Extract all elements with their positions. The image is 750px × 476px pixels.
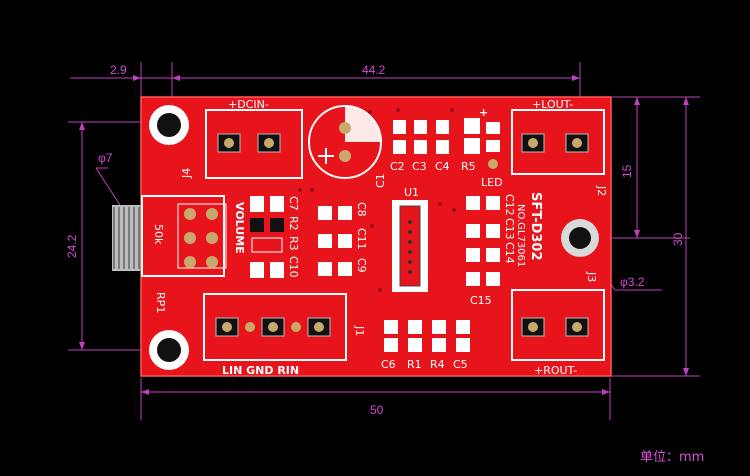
c1-label: C1 <box>374 173 387 188</box>
c12-label: C12 <box>503 194 516 216</box>
j2-polarity-label: +LOUT- <box>532 98 573 111</box>
c14-label: C14 <box>503 242 516 264</box>
potentiometer-rp1 <box>141 195 227 277</box>
j1-label: J1 <box>353 325 366 336</box>
c8-label: C8 <box>355 202 368 217</box>
dimension-arrows <box>79 75 689 395</box>
j4-label: J4 <box>180 168 193 179</box>
j2-label: J2 <box>595 185 608 196</box>
smd-top-row <box>393 118 500 154</box>
c9-label: C9 <box>355 258 368 273</box>
j4-polarity-label: +DCIN- <box>228 98 269 111</box>
r2-label: R2 <box>287 216 300 231</box>
volume-label: VOLUME <box>233 202 246 254</box>
r1-label: R1 <box>407 358 422 371</box>
model-label: SFT-D302 <box>528 192 543 261</box>
c2-label: C2 <box>390 160 405 173</box>
plus-mark: + <box>479 106 488 119</box>
led-label: LED <box>481 176 503 189</box>
c13-label: C13 <box>503 218 516 240</box>
c11-label: C11 <box>355 228 368 250</box>
connector-j4 <box>205 109 303 179</box>
c7-label: C7 <box>287 196 300 211</box>
j1-pin-labels: LIN GND RIN <box>222 364 299 377</box>
led-pad <box>488 159 498 169</box>
smd-bottom-row <box>384 320 470 352</box>
vias <box>298 108 456 292</box>
mounting-hole-top-left <box>149 105 189 145</box>
mounting-hole-bottom-left <box>149 330 189 370</box>
c15-label: C15 <box>470 294 492 307</box>
mounting-hole-right <box>561 219 599 257</box>
dim-offset: 2.9 <box>110 63 127 77</box>
dim-hole-diameter: φ3.2 <box>620 275 645 289</box>
smd-left-column <box>250 196 284 278</box>
rp1-label: RP1 <box>154 292 167 313</box>
connector-j1 <box>203 293 347 361</box>
unit-label: 单位：mm <box>640 450 705 465</box>
pot-value-label: 50k <box>152 224 165 245</box>
c6-label: C6 <box>381 358 396 371</box>
star-mark: * <box>490 120 496 133</box>
capacitor-c1 <box>308 105 382 179</box>
r4-label: R4 <box>430 358 445 371</box>
ic-u1 <box>392 200 428 292</box>
connector-j2 <box>511 109 605 175</box>
connector-j3 <box>511 289 605 361</box>
dim-pot-diameter: φ7 <box>98 151 113 165</box>
dim-top-width: 44.2 <box>362 63 386 77</box>
j3-label: J3 <box>585 271 598 282</box>
smd-right-column <box>466 196 500 286</box>
dim-right-height: 30 <box>671 232 685 246</box>
serial-label: NO.GL73061 <box>515 204 526 267</box>
c10-label: C10 <box>287 256 300 278</box>
u1-label: U1 <box>404 186 419 199</box>
r5-label: R5 <box>461 160 476 173</box>
smd-mid-column <box>318 206 352 276</box>
c5-label: C5 <box>453 358 468 371</box>
c4-label: C4 <box>435 160 450 173</box>
dim-right-small: 15 <box>620 164 634 178</box>
r3-label: R3 <box>287 236 300 251</box>
dim-bottom-width: 50 <box>370 403 384 417</box>
c3-label: C3 <box>412 160 427 173</box>
dim-left-height: 24.2 <box>65 234 79 258</box>
j3-polarity-label: +ROUT- <box>534 364 577 377</box>
pot-shaft <box>112 205 142 271</box>
